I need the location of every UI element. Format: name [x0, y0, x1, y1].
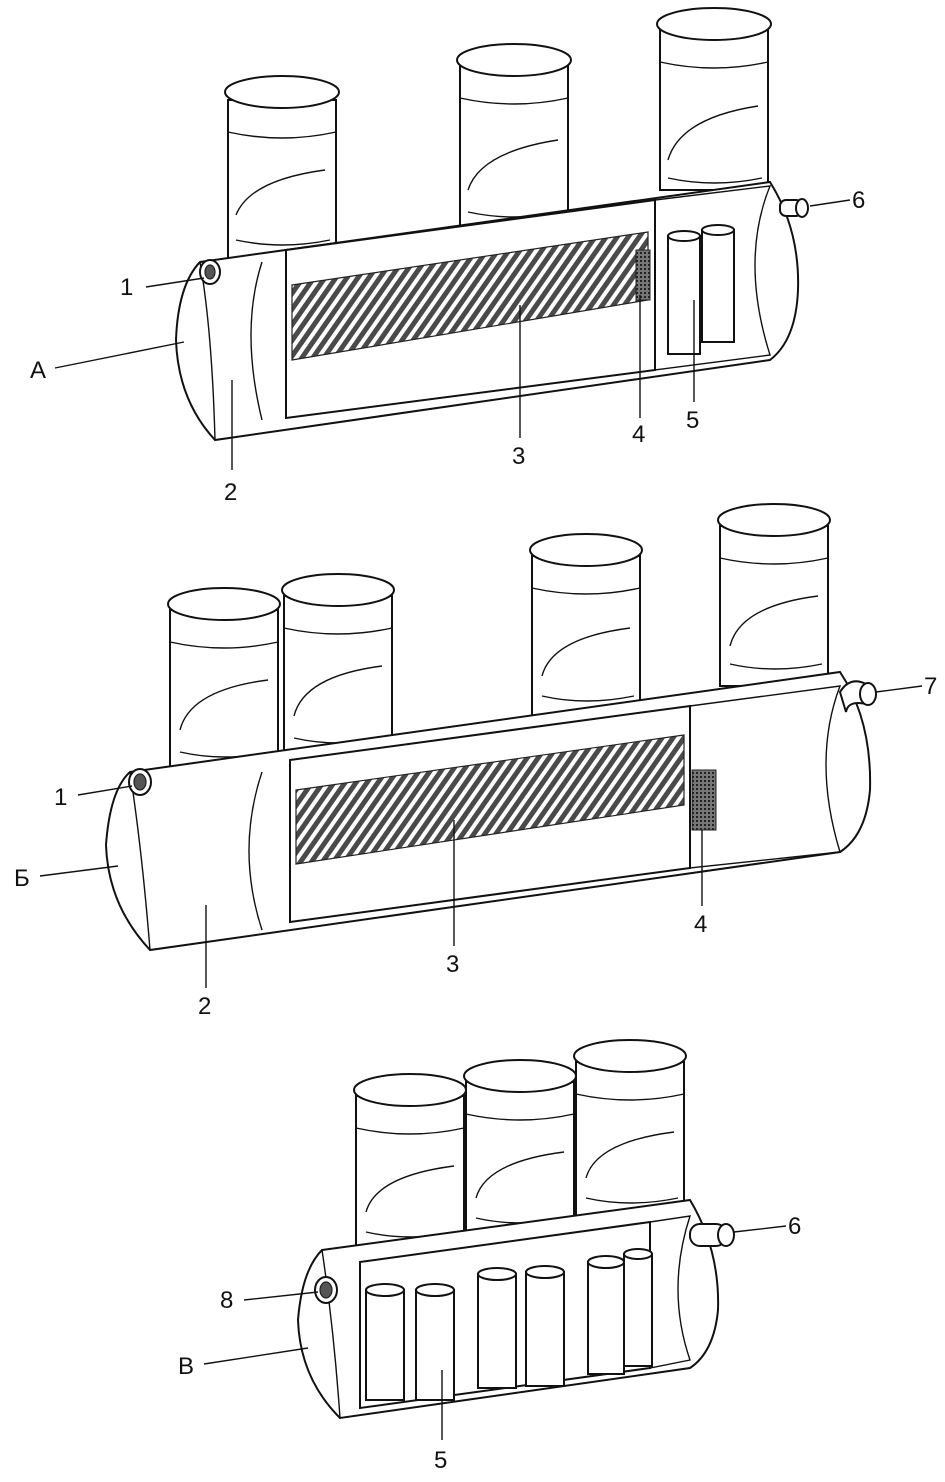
filters-a	[667, 224, 735, 355]
inlet-c	[314, 1276, 338, 1304]
label-a-1: 1	[120, 274, 133, 301]
label-b-1: 1	[54, 784, 67, 811]
label-c-tank: В	[178, 1353, 194, 1380]
riser-a-2	[456, 43, 572, 227]
riser-c-2	[463, 1059, 577, 1243]
filters-c	[365, 1248, 653, 1401]
riser-b-4	[717, 503, 831, 687]
label-a-3: 3	[512, 443, 525, 470]
outlet-b	[838, 680, 877, 713]
label-c-5: 5	[434, 1447, 447, 1474]
inlet-a	[199, 259, 221, 285]
riser-a-1	[224, 75, 340, 261]
riser-c-1	[353, 1073, 467, 1257]
riser-a-3	[656, 7, 772, 191]
tank-a: 1 А 2 3 4 5 6	[30, 7, 865, 506]
tank-b: 1 Б 2 3 4 7	[14, 503, 937, 1020]
riser-c-3	[573, 1039, 687, 1223]
label-b-3: 3	[446, 951, 459, 978]
outlet-c	[689, 1223, 735, 1247]
label-a-tank: А	[30, 357, 46, 384]
label-a-4: 4	[632, 421, 645, 448]
label-a-6: 6	[852, 187, 865, 214]
label-b-tank: Б	[14, 865, 30, 892]
label-a-2: 2	[224, 479, 237, 506]
label-b-2: 2	[198, 993, 211, 1020]
tank-c: 8 В 5 6	[178, 1039, 801, 1474]
inlet-b	[128, 768, 152, 796]
mesh-a	[635, 249, 651, 301]
label-c-6: 6	[788, 1213, 801, 1240]
mesh-b	[691, 769, 717, 831]
label-a-5: 5	[686, 407, 699, 434]
riser-b-3	[529, 533, 643, 717]
riser-b-1	[167, 587, 281, 781]
lamella-pack-b	[295, 734, 685, 865]
label-b-4: 4	[694, 911, 707, 938]
outlet-a	[779, 198, 809, 218]
label-b-7: 7	[924, 673, 937, 700]
label-c-8: 8	[220, 1287, 233, 1314]
